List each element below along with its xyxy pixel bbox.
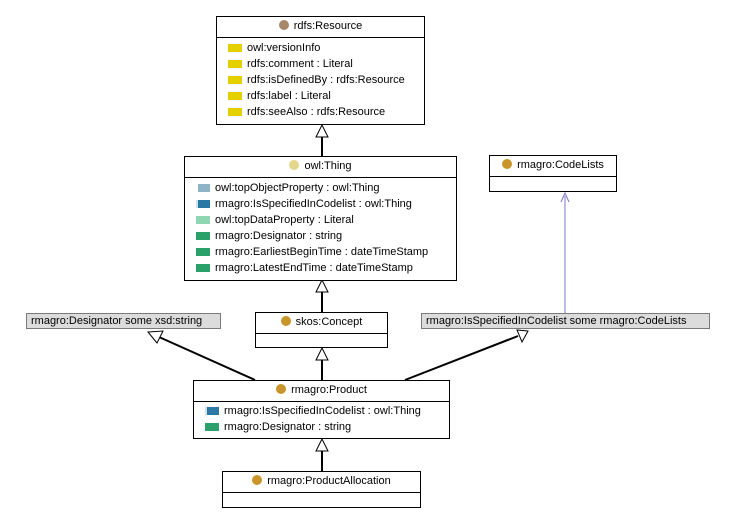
class-header: rmagro:Product <box>194 381 449 402</box>
edge-product-designator-arrowhead <box>146 330 164 344</box>
class-rmagro-productallocation[interactable]: rmagro:ProductAllocation <box>222 471 421 508</box>
edge-product-concept-arrowhead <box>315 346 329 361</box>
property-list: rmagro:IsSpecifiedInCodelist : owl:Thing… <box>194 402 449 435</box>
data-property-icon <box>205 423 219 431</box>
property-row[interactable]: rmagro:IsSpecifiedInCodelist : owl:Thing <box>185 196 456 212</box>
property-row[interactable]: rdfs:label : Literal <box>217 88 424 104</box>
property-label: owl:versionInfo <box>247 42 321 54</box>
property-row[interactable]: rdfs:isDefinedBy : rdfs:Resource <box>217 72 424 88</box>
class-skos-concept[interactable]: skos:Concept <box>255 312 388 348</box>
restriction-codelist[interactable]: rmagro:IsSpecifiedInCodelist some rmagro… <box>421 313 710 329</box>
object-property-icon <box>196 184 210 192</box>
annotation-property-icon <box>228 44 242 52</box>
annotation-property-icon <box>228 92 242 100</box>
property-label: rdfs:comment : Literal <box>247 58 353 70</box>
data-property-icon <box>196 232 210 240</box>
class-title: rdfs:Resource <box>293 20 363 32</box>
edge-product-designator-restriction <box>158 336 256 381</box>
class-title: rmagro:Product <box>291 384 367 396</box>
edge-product-codelist-restriction <box>404 335 519 381</box>
object-property-icon <box>196 200 210 208</box>
data-property-icon <box>196 264 210 272</box>
property-row[interactable]: owl:topDataProperty : Literal <box>185 212 456 228</box>
class-rmagro-codelists[interactable]: rmagro:CodeLists <box>489 155 617 192</box>
class-title: rmagro:ProductAllocation <box>267 475 391 487</box>
property-row[interactable]: rmagro:IsSpecifiedInCodelist : owl:Thing <box>194 403 449 419</box>
class-header: rmagro:ProductAllocation <box>223 472 420 493</box>
class-header: rdfs:Resource <box>217 17 424 38</box>
property-row[interactable]: owl:versionInfo <box>217 40 424 56</box>
class-title: rmagro:CodeLists <box>517 159 604 171</box>
property-row[interactable]: rmagro:Designator : string <box>185 228 456 244</box>
property-row[interactable]: rdfs:seeAlso : rdfs:Resource <box>217 104 424 120</box>
edge-restriction-codelists-arrowhead <box>560 191 570 203</box>
property-row[interactable]: rdfs:comment : Literal <box>217 56 424 72</box>
property-label: rmagro:IsSpecifiedInCodelist : owl:Thing <box>224 405 421 417</box>
restriction-label: rmagro:Designator some xsd:string <box>31 315 203 327</box>
property-label: rmagro:LatestEndTime : dateTimeStamp <box>215 262 413 274</box>
property-label: rmagro:Designator : string <box>224 421 352 433</box>
edge-allocation-product-arrowhead <box>315 437 329 452</box>
property-label: rmagro:Designator : string <box>215 230 343 242</box>
object-property-icon <box>205 407 219 415</box>
property-label: rmagro:EarliestBeginTime : dateTimeStamp <box>215 246 429 258</box>
property-row[interactable]: rmagro:LatestEndTime : dateTimeStamp <box>185 260 456 276</box>
property-label: rdfs:label : Literal <box>247 90 331 102</box>
property-label: owl:topObjectProperty : owl:Thing <box>215 182 380 194</box>
class-header: skos:Concept <box>256 313 387 334</box>
class-header: rmagro:CodeLists <box>490 156 616 177</box>
edge-thing-resource-arrowhead <box>315 123 329 138</box>
property-row[interactable]: owl:topObjectProperty : owl:Thing <box>185 180 456 196</box>
property-label: rmagro:IsSpecifiedInCodelist : owl:Thing <box>215 198 412 210</box>
class-title: skos:Concept <box>295 316 363 328</box>
property-list: owl:versionInfo rdfs:comment : Literal r… <box>217 38 424 120</box>
property-row[interactable]: rmagro:Designator : string <box>194 419 449 435</box>
class-title: owl:Thing <box>304 160 352 172</box>
restriction-designator[interactable]: rmagro:Designator some xsd:string <box>26 313 221 329</box>
property-label: rdfs:isDefinedBy : rdfs:Resource <box>247 74 405 86</box>
annotation-property-icon <box>228 76 242 84</box>
class-circle-icon <box>276 384 287 394</box>
class-header: owl:Thing <box>185 157 456 178</box>
property-label: rdfs:seeAlso : rdfs:Resource <box>247 106 386 118</box>
class-rdfs-resource[interactable]: rdfs:Resource owl:versionInfo rdfs:comme… <box>216 16 425 125</box>
class-owl-thing[interactable]: owl:Thing owl:topObjectProperty : owl:Th… <box>184 156 457 281</box>
class-circle-icon <box>502 159 513 169</box>
property-label: owl:topDataProperty : Literal <box>215 214 354 226</box>
data-property-icon <box>196 216 210 224</box>
property-list: owl:topObjectProperty : owl:Thing rmagro… <box>185 178 456 276</box>
class-circle-icon <box>278 20 289 30</box>
property-row[interactable]: rmagro:EarliestBeginTime : dateTimeStamp <box>185 244 456 260</box>
class-circle-icon <box>280 316 291 326</box>
class-circle-icon <box>289 160 300 170</box>
class-rmagro-product[interactable]: rmagro:Product rmagro:IsSpecifiedInCodel… <box>193 380 450 439</box>
edge-concept-thing-arrowhead <box>315 278 329 293</box>
edge-product-codelist-arrowhead <box>516 329 529 344</box>
annotation-property-icon <box>228 60 242 68</box>
restriction-label: rmagro:IsSpecifiedInCodelist some rmagro… <box>426 315 687 327</box>
annotation-property-icon <box>228 108 242 116</box>
data-property-icon <box>196 248 210 256</box>
class-circle-icon <box>252 475 263 485</box>
